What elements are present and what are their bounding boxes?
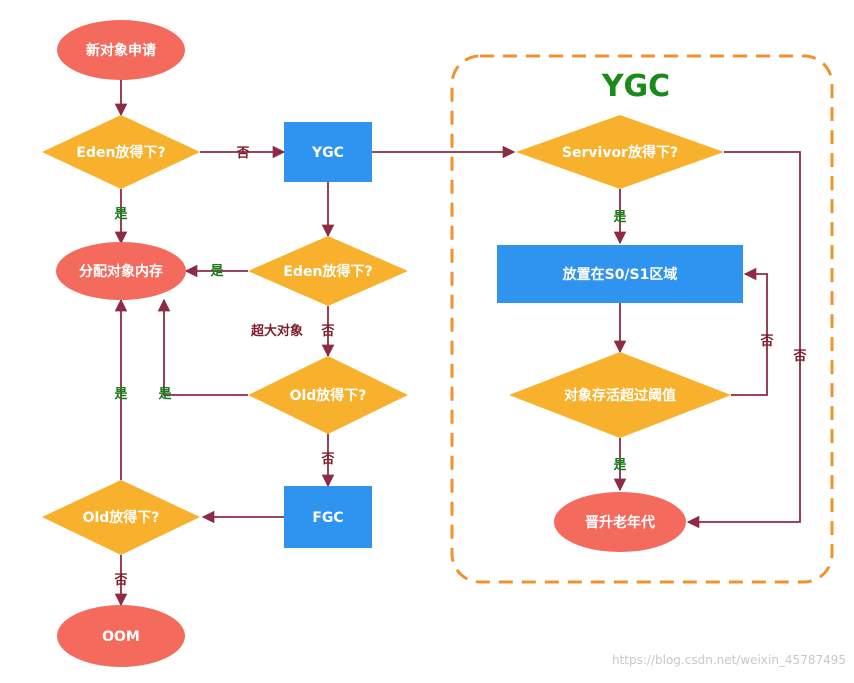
watermark-text: https://blog.csdn.net/weixin_45787495	[612, 653, 846, 667]
node-old-check-1: Old放得下?	[248, 356, 408, 434]
node-survivor-check: Servivor放得下?	[516, 115, 724, 189]
edges	[114, 80, 801, 607]
node-place-s0s1: 放置在S0/S1区域	[497, 245, 743, 303]
edge-old1-to-allocate	[157, 298, 248, 396]
node-survivor-check-label: Servivor放得下?	[562, 144, 678, 161]
ygc-group-border	[450, 54, 834, 584]
node-new-object: 新对象申请	[57, 20, 185, 80]
node-allocate: 分配对象内存	[56, 242, 186, 300]
edge-label-age-no: 否	[759, 334, 773, 349]
edge-label-eden1-no: 否	[235, 146, 249, 161]
node-promote-old-label: 晋升老年代	[585, 514, 655, 531]
edge-label-old2-no: 否	[113, 573, 127, 588]
edge-label-old1-no: 否	[320, 452, 334, 467]
edge-labels: 否 是 是 超大对象 否 是 否 是 否 是 否 否 是	[113, 146, 806, 588]
node-old-check-2-label: Old放得下?	[83, 509, 160, 526]
node-promote-old: 晋升老年代	[554, 492, 686, 552]
node-ygc-label: YGC	[311, 145, 344, 161]
edge-label-survivor-yes: 是	[612, 210, 627, 225]
node-fgc-label: FGC	[312, 510, 343, 526]
edge-label-big-object: 超大对象	[251, 323, 303, 339]
edge-label-eden1-yes: 是	[113, 207, 128, 222]
edge-label-old2-yes: 是	[113, 387, 128, 402]
edge-label-survivor-no: 否	[792, 349, 806, 364]
node-eden-check-2: Eden放得下?	[248, 236, 408, 306]
ygc-group-title: YGC	[601, 69, 670, 104]
edge-label-eden2-yes: 是	[209, 264, 224, 279]
edge-label-eden2-no: 否	[320, 324, 334, 339]
node-old-check-2: Old放得下?	[42, 480, 200, 555]
node-eden-check-1-label: Eden放得下?	[76, 144, 165, 161]
node-new-object-label: 新对象申请	[86, 42, 156, 59]
edge-age-to-place	[731, 267, 768, 396]
node-place-s0s1-label: 放置在S0/S1区域	[562, 266, 678, 283]
node-eden-check-2-label: Eden放得下?	[283, 263, 372, 280]
node-age-check-label: 对象存活超过阈值	[564, 387, 676, 404]
edge-label-old1-yes: 是	[157, 387, 172, 402]
node-ygc: YGC	[284, 122, 372, 182]
node-oom: OOM	[57, 605, 185, 667]
node-age-check: 对象存活超过阈值	[509, 352, 731, 438]
node-old-check-1-label: Old放得下?	[290, 387, 367, 404]
node-allocate-label: 分配对象内存	[79, 263, 163, 280]
node-eden-check-1: Eden放得下?	[42, 115, 200, 189]
node-oom-label: OOM	[102, 629, 140, 645]
edge-survivor-to-promote	[686, 151, 801, 529]
node-fgc: FGC	[284, 486, 372, 548]
edge-label-age-yes: 是	[612, 458, 627, 473]
